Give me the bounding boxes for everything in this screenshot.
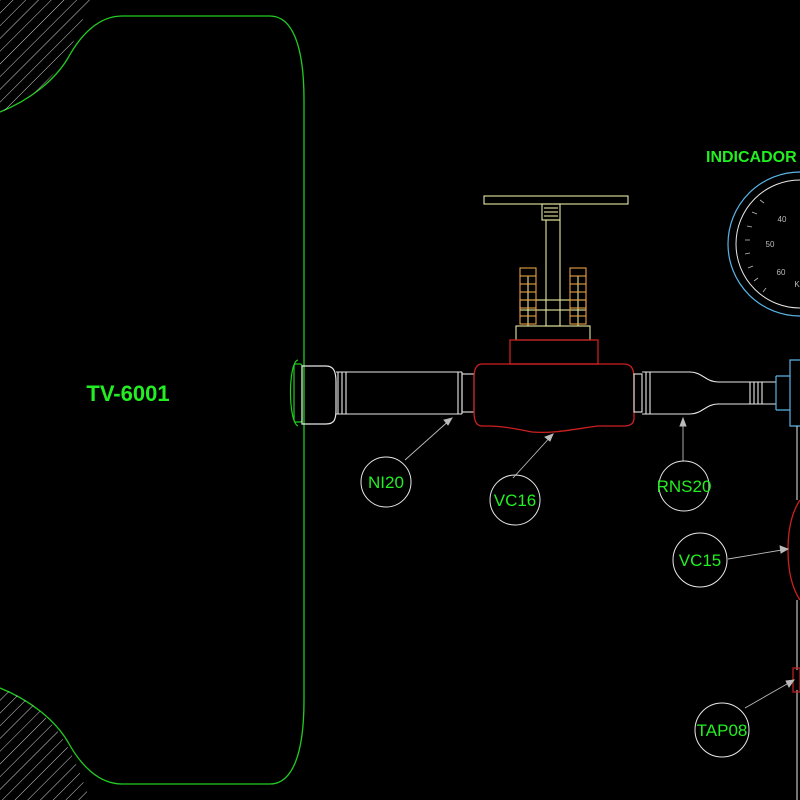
callout-tap08: TAP08 <box>694 702 750 758</box>
packing-gland <box>519 267 587 325</box>
callout-vc16-label: VC16 <box>494 491 537 510</box>
valve-vc15 <box>787 499 800 601</box>
gauge-scale-50: 50 <box>766 240 775 249</box>
vessel-hatch-bottom <box>0 688 90 800</box>
callout-ni20-label: NI20 <box>368 473 404 492</box>
gauge-scale-40: 40 <box>778 215 787 224</box>
callout-ni20: NI20 <box>360 456 412 508</box>
vessel-hatch-top <box>0 0 90 112</box>
gauge-ticks <box>744 199 767 293</box>
valve-body <box>473 339 635 434</box>
vessel-outline <box>0 15 305 785</box>
callout-rns20: RNS20 <box>657 460 712 512</box>
pressure-gauge: 40 50 60 K INDICADOR <box>706 149 800 317</box>
handwheel <box>483 195 629 341</box>
gauge-ring-inner <box>735 179 800 309</box>
tee-fitting <box>775 359 800 427</box>
gauge-scale-60: 60 <box>777 268 786 277</box>
callout-vc15-label: VC15 <box>679 551 722 570</box>
gauge-unit: K <box>794 280 800 289</box>
gauge-ring-outer <box>727 171 800 317</box>
gauge-label: INDICADOR <box>706 149 797 166</box>
pipe-rns20 <box>633 371 776 415</box>
nozzle <box>289 359 337 427</box>
callout-leaders <box>404 416 795 709</box>
pipe-ni20 <box>336 371 475 415</box>
valve-vc16 <box>473 195 635 434</box>
vessel-tag: TV-6001 <box>86 381 169 406</box>
callout-tap08-label: TAP08 <box>697 721 748 740</box>
callout-vc16: VC16 <box>489 474 541 526</box>
callout-vc15: VC15 <box>672 532 728 588</box>
vessel-tv-6001: TV-6001 <box>0 0 305 800</box>
callout-rns20-label: RNS20 <box>657 477 712 496</box>
